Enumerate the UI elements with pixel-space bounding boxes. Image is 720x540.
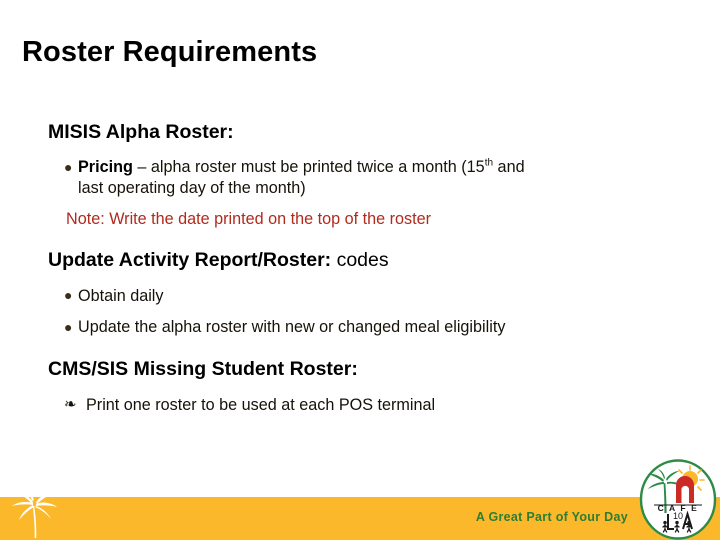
- logo-wordmark: C A F E: [658, 503, 699, 513]
- section-heading-text: Update Activity Report/Roster:: [48, 248, 332, 271]
- logo-figures-icon: [662, 520, 692, 533]
- section-cms-sis-missing-student-roster: CMS/SIS Missing Student Roster: ❧ Print o…: [0, 357, 720, 416]
- list-item-text-cont: and: [493, 158, 525, 177]
- ordinal-suffix: th: [484, 157, 494, 169]
- list-item-text: – alpha roster must be printed twice a m…: [132, 158, 485, 177]
- section-heading: Update Activity Report/Roster: codes: [48, 248, 720, 272]
- footer-tagline: A Great Part of Your Day: [475, 510, 628, 524]
- bullet-dot-icon: ●: [64, 158, 73, 175]
- list-item-strong: Pricing: [78, 158, 133, 177]
- logo-arch-icon: [676, 476, 694, 503]
- section-update-activity-report: Update Activity Report/Roster: codes ● Ob…: [0, 248, 720, 339]
- list-item: ❧ Print one roster to be used at each POS…: [64, 395, 720, 416]
- logo-palm-icon: [648, 469, 683, 513]
- section-misis-alpha-roster: MISIS Alpha Roster: ● Pricing – alpha ros…: [0, 120, 720, 230]
- sun-rays-icon: [678, 465, 705, 491]
- section-heading: MISIS Alpha Roster:: [48, 120, 720, 144]
- list-item: ● Obtain daily: [64, 286, 720, 307]
- section-heading-text: MISIS Alpha Roster:: [48, 121, 234, 143]
- section-heading: CMS/SIS Missing Student Roster:: [48, 357, 720, 381]
- list-item-text: Obtain daily: [78, 286, 164, 305]
- cafe-la-logo: C A F E 10: [639, 459, 717, 540]
- list-item-continuation: last operating day of the month): [78, 179, 306, 198]
- palm-tree-decoration-icon: [12, 490, 57, 538]
- section-heading-tail: codes: [331, 248, 389, 271]
- note-text: Note: Write the date printed on the top …: [66, 209, 432, 228]
- footer-band: [0, 497, 720, 540]
- slide-body: MISIS Alpha Roster: ● Pricing – alpha ros…: [0, 120, 720, 417]
- ornament-bullet-icon: ❧: [64, 396, 77, 414]
- list-item: ● Update the alpha roster with new or cha…: [64, 317, 720, 338]
- list-item: ● Pricing – alpha roster must be printed …: [64, 157, 720, 199]
- list-item-text: Print one roster to be used at each POS …: [86, 396, 436, 415]
- bullet-dot-icon: ●: [64, 318, 73, 335]
- page-title: Roster Requirements: [22, 36, 318, 68]
- list-item-text: Update the alpha roster with new or chan…: [78, 318, 506, 336]
- logo-number: 10: [673, 511, 683, 521]
- section-heading-text: CMS/SIS Missing Student Roster:: [48, 358, 358, 381]
- bullet-dot-icon: ●: [64, 287, 73, 304]
